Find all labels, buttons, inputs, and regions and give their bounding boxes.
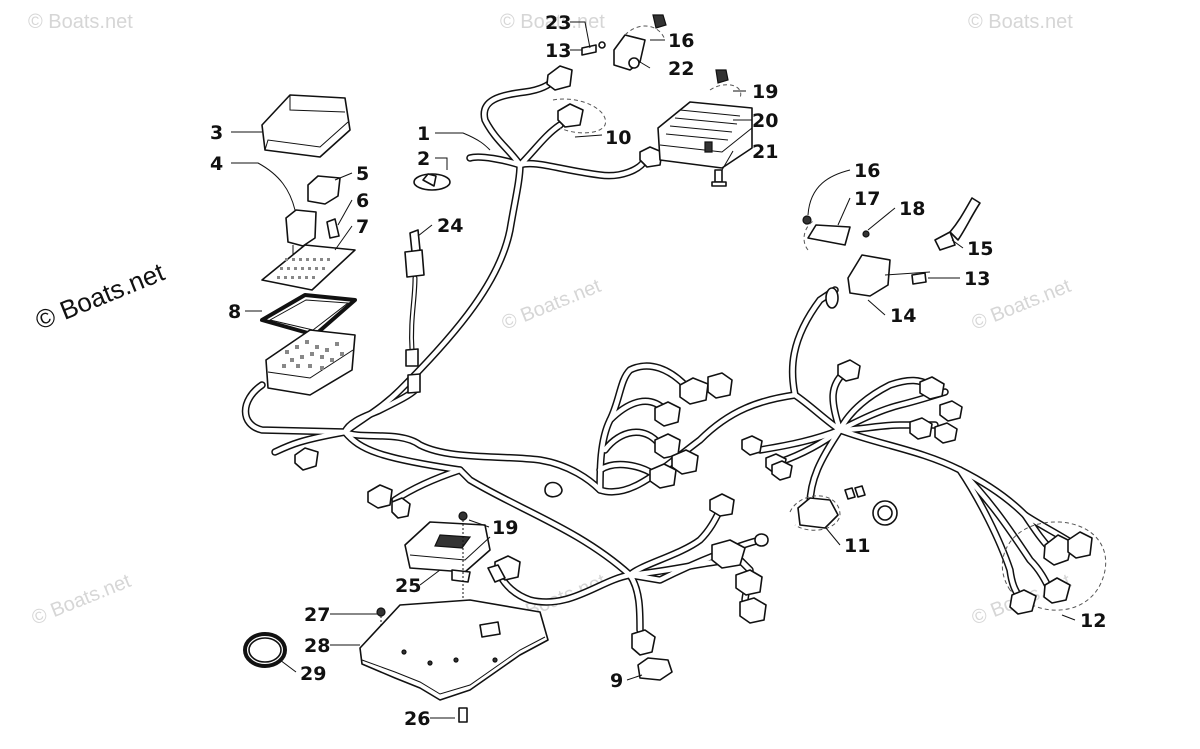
callout-labels: 1 2 3 4 5 6 7 8 9 10 11 12 13 13 14 15 1… (210, 12, 1106, 730)
relay-mini (307, 175, 341, 205)
harness-wire-core (627, 572, 643, 633)
harness-wire-core (957, 467, 1023, 601)
harness-wire-core (790, 287, 838, 398)
harness-wire-core (792, 392, 1028, 518)
harness-wire-core (517, 157, 648, 178)
harness-wire-core (467, 154, 523, 168)
ecu-module (404, 521, 491, 583)
callout-24: 24 (437, 215, 463, 237)
harness-wire-core (957, 467, 1053, 593)
callout-2: 2 (417, 148, 430, 170)
spark-plug-cap (934, 197, 981, 251)
callout-16-top: 16 (668, 30, 694, 52)
connector-cap (637, 657, 673, 681)
callout-3: 3 (210, 122, 223, 144)
callout-14: 14 (890, 305, 916, 327)
harness-wire-core (627, 507, 723, 578)
top-connector (546, 65, 663, 168)
connector-group (1001, 521, 1107, 615)
harness-wire (341, 161, 524, 436)
callout-12: 12 (1080, 610, 1106, 632)
watermark-top-right: © Boats.net (968, 11, 1073, 33)
harness-wire-core (481, 77, 556, 168)
callout-23: 23 (545, 12, 571, 34)
callout-17: 17 (854, 188, 880, 210)
harness-wire-core (342, 162, 523, 435)
callout-7: 7 (356, 216, 369, 238)
fuse-box (265, 329, 356, 396)
watermark-top-left: © Boats.net (28, 11, 133, 33)
callout-19-lower: 19 (492, 517, 518, 539)
top-nut (709, 69, 742, 99)
callout-28: 28 (304, 635, 330, 657)
harness-wire (341, 391, 799, 496)
harness-wire-core (342, 392, 798, 495)
callout-20: 20 (752, 110, 778, 132)
callout-21: 21 (752, 141, 778, 163)
main-harness (241, 76, 1079, 634)
harness-wire-core (392, 467, 463, 503)
callout-6: 6 (356, 190, 369, 212)
callout-9: 9 (610, 670, 623, 692)
harness-wire-core (342, 387, 418, 435)
callout-5: 5 (356, 163, 369, 185)
callout-11: 11 (844, 535, 870, 557)
callout-22: 22 (668, 58, 694, 80)
screws (376, 607, 468, 723)
watermark-lower-left: © Boats.net (29, 570, 135, 630)
fuse (326, 218, 340, 239)
relay-cover (261, 94, 351, 158)
connector-ring (825, 287, 839, 309)
harness-wire-core (272, 429, 348, 455)
clamp-ring (243, 632, 287, 668)
harness-wire-core (517, 122, 563, 168)
ignition-coil (847, 254, 931, 297)
callout-13-right: 13 (964, 268, 990, 290)
bracket-right (802, 215, 870, 251)
harness-wire (791, 391, 1029, 519)
harness-wire-core (597, 363, 688, 493)
callout-1: 1 (417, 123, 430, 145)
wire-clip (413, 173, 451, 191)
callout-29: 29 (300, 663, 326, 685)
watermark-group: © Boats.net © Boats.net © Boats.net © Bo… (28, 11, 1074, 630)
watermark-top-center: © Boats.net (500, 11, 605, 33)
fuse-panel (261, 244, 356, 291)
callout-18: 18 (899, 198, 925, 220)
watermark-middle: © Boats.net (499, 275, 605, 335)
callout-26: 26 (404, 708, 430, 730)
callout-27: 27 (304, 604, 330, 626)
harness-wire-core (497, 572, 633, 605)
gasket (260, 293, 357, 337)
callout-25: 25 (395, 575, 421, 597)
harness-connectors (294, 359, 963, 656)
callout-10: 10 (605, 127, 631, 149)
callout-13-top: 13 (545, 40, 571, 62)
oxygen-sensor (404, 229, 425, 394)
watermark-main: © Boats.net (31, 256, 169, 335)
mounting-plate (359, 599, 549, 701)
callout-15: 15 (967, 238, 993, 260)
callout-leaders (231, 21, 1076, 719)
callout-8: 8 (228, 301, 241, 323)
plug-with-seal (789, 495, 898, 531)
callout-4: 4 (210, 153, 223, 175)
callout-19-top: 19 (752, 81, 778, 103)
bottom-screw (711, 169, 727, 187)
voltage-regulator (657, 101, 753, 169)
callout-16-right: 16 (854, 160, 880, 182)
harness-wire-core (757, 427, 843, 453)
